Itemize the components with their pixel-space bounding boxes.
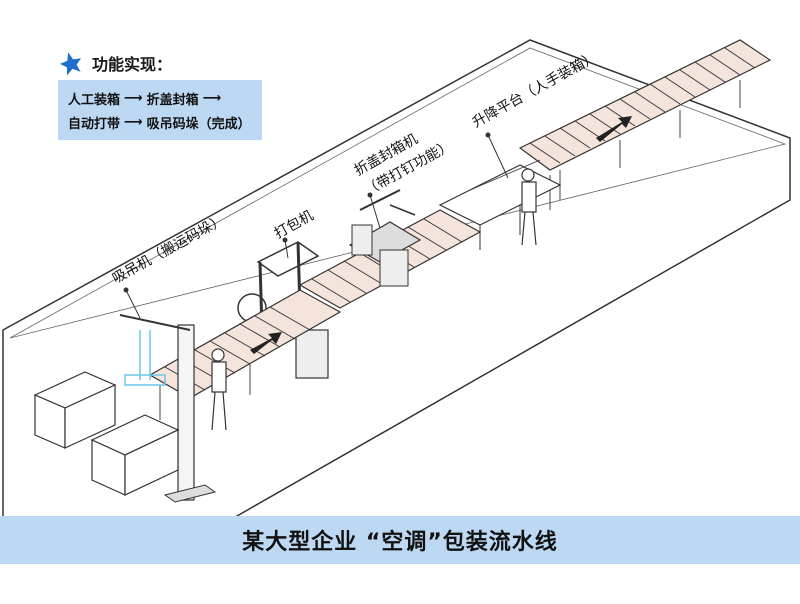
flow-step-fold-seal: 折盖封箱	[146, 92, 199, 108]
function-header: 功能实现：	[58, 50, 172, 76]
worker-figure-left	[211, 348, 227, 431]
flow-arrow-icon: ⟶	[124, 90, 143, 106]
folding-sealer-machine	[348, 189, 422, 287]
footer-banner: 某大型企业 “空调”包装流水线	[0, 516, 800, 564]
star-icon	[59, 52, 82, 76]
vacuum-lifter	[119, 314, 217, 503]
footer-title: 某大型企业 “空调”包装流水线	[242, 530, 558, 555]
function-flow-line-1: 人工装箱 ⟶ 折盖封箱 ⟶	[68, 86, 252, 110]
flow-arrow-icon: ⟶	[124, 114, 143, 130]
strapping-machine	[237, 241, 329, 379]
leader-folding-sealer	[369, 194, 381, 229]
worker-figure-right	[521, 168, 537, 246]
flow-step-vacuum-stack: 吸吊码垛（完成）	[146, 116, 251, 132]
leader-vacuum-lifter	[125, 289, 141, 319]
flow-arrow-icon: ⟶	[202, 90, 222, 106]
stacked-boxes-right	[90, 414, 180, 496]
function-flow-line-2: 自动打带 ⟶ 吸吊码垛（完成）	[68, 110, 252, 134]
roller-conveyor-upper	[518, 39, 772, 210]
flow-step-manual-packing: 人工装箱	[68, 92, 121, 108]
stacked-boxes-left	[33, 371, 117, 449]
leader-lift-platform	[487, 134, 509, 179]
function-title: 功能实现：	[92, 55, 173, 74]
flow-step-auto-strap: 自动打带	[68, 116, 121, 132]
function-flow-panel: 人工装箱 ⟶ 折盖封箱 ⟶ 自动打带 ⟶ 吸吊码垛（完成）	[58, 80, 262, 140]
leader-strapping	[284, 239, 289, 259]
roller-conveyor-lower	[148, 289, 342, 430]
